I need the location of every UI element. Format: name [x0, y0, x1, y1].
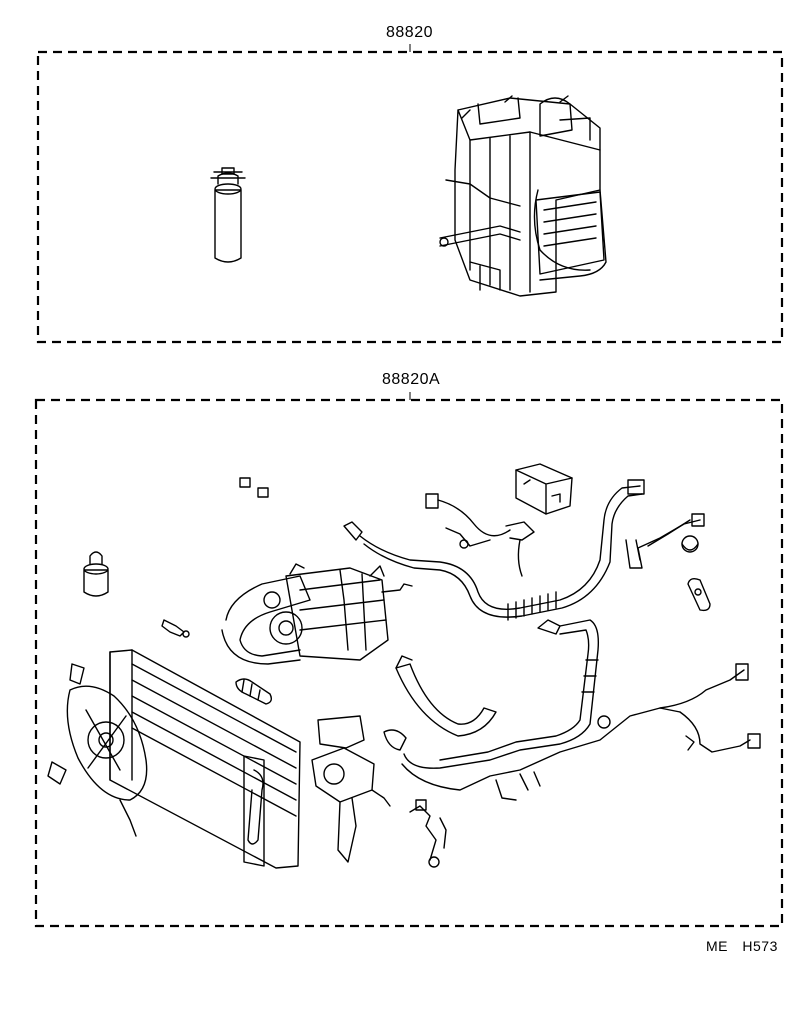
kit-label-88820: 88820	[386, 24, 433, 41]
clamp	[687, 577, 711, 612]
cooling-fan	[47, 663, 148, 837]
hose-lower	[383, 619, 600, 769]
bracket	[311, 715, 391, 863]
clips	[239, 477, 269, 498]
compressor	[221, 563, 413, 665]
kit-label-88820a: 88820A	[382, 371, 441, 388]
hose-wiring-upper	[343, 479, 645, 621]
kit-frame-88820	[36, 44, 784, 344]
evaporator-unit	[439, 95, 607, 297]
receiver-dryer	[210, 167, 246, 263]
pipe-right	[625, 513, 705, 569]
receiver-dryer-2	[83, 551, 109, 597]
wiring-harness-lower	[401, 663, 761, 801]
hose-band	[395, 655, 497, 737]
figure-reference: ME H573	[706, 938, 778, 954]
spacers	[235, 678, 273, 705]
grommet	[681, 535, 699, 553]
sub-harness	[409, 799, 447, 868]
condenser	[109, 649, 301, 869]
relay-box	[515, 463, 573, 515]
kit-frame-88820a	[34, 392, 784, 928]
pressure-switch	[161, 619, 190, 638]
wiring-harness-upper	[425, 493, 535, 577]
